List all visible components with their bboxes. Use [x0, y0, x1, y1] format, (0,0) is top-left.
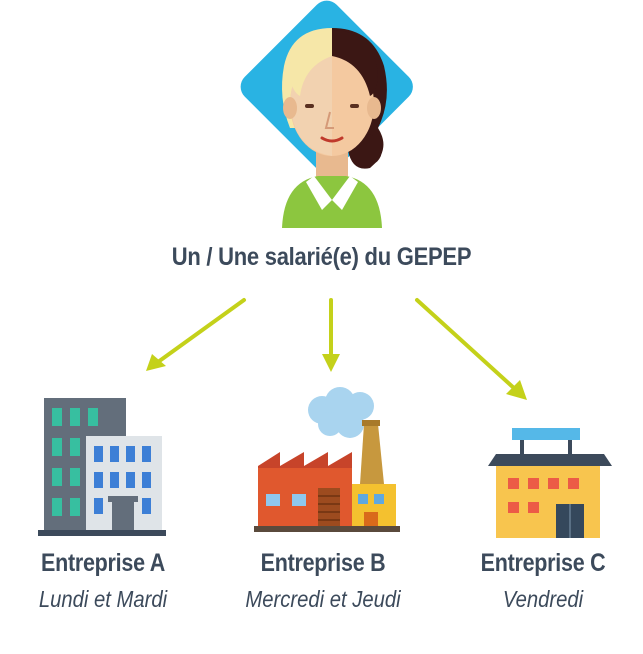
entreprise-c-name: Entreprise C	[480, 549, 606, 577]
arrow-to-entreprise-c	[415, 298, 527, 400]
employee-label: Un / Une salarié(e) du GEPEP	[171, 243, 472, 271]
entreprise-c-days: Vendredi	[502, 586, 584, 612]
factory-icon	[254, 387, 400, 532]
entreprise-a-name: Entreprise A	[41, 549, 165, 577]
arrow-to-entreprise-b	[322, 298, 340, 372]
entreprise-b-days: Mercredi et Jeudi	[245, 586, 401, 612]
store-building-icon	[488, 428, 612, 538]
entreprise-b-name: Entreprise B	[260, 549, 386, 577]
entreprise-a-days: Lundi et Mardi	[38, 586, 168, 612]
arrows	[146, 298, 527, 400]
employee-avatar-icon	[240, 0, 413, 228]
office-building-icon	[38, 398, 166, 536]
arrow-to-entreprise-a	[146, 298, 246, 371]
